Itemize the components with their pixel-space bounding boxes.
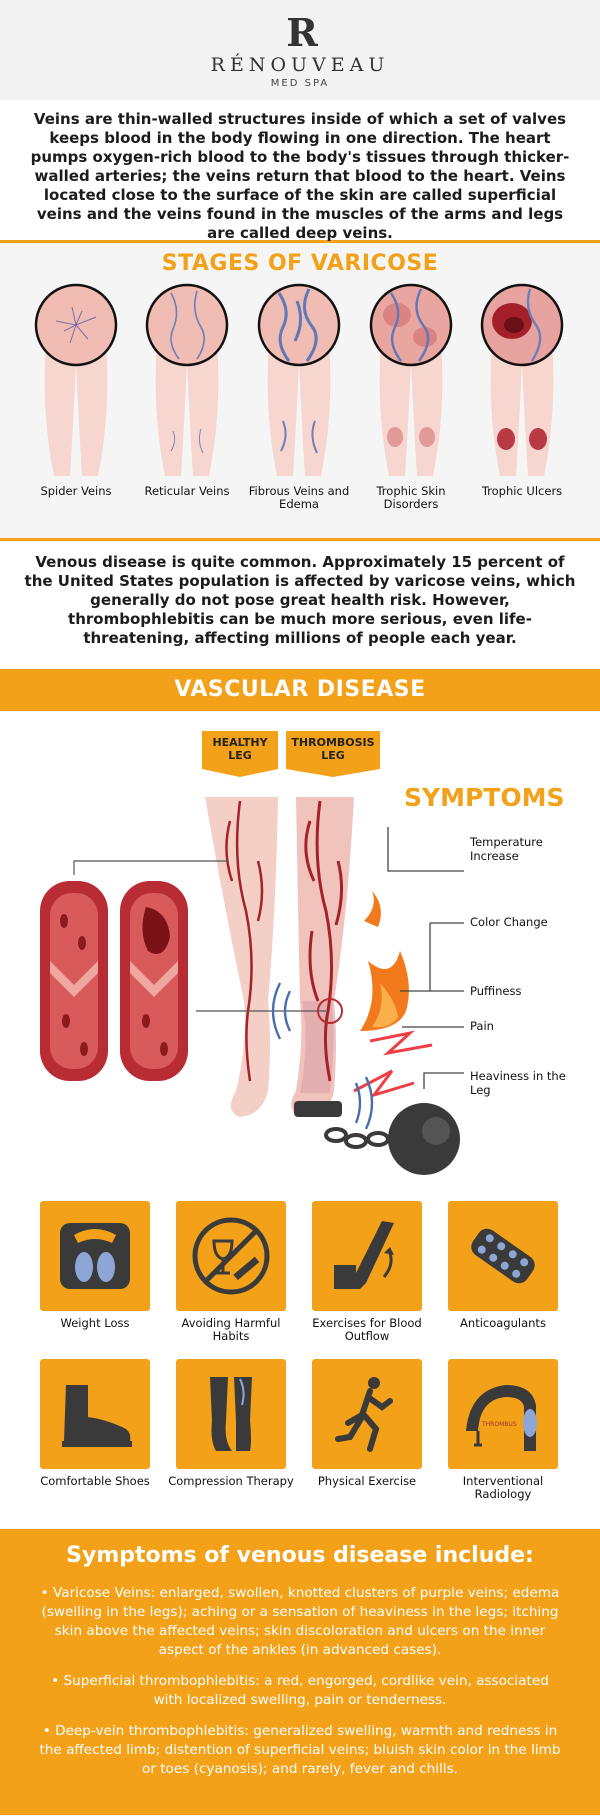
treatment-label: Comfortable Shoes <box>40 1474 150 1488</box>
intro-text: Veins are thin-walled structures inside … <box>30 110 570 242</box>
symptom-puffiness: Puffiness <box>470 984 522 998</box>
header: R RÉNOUVEAU MED SPA <box>0 0 600 100</box>
vascular-diagram: HEALTHY LEG THROMBOSIS LEG SYMPTOMS Temp… <box>0 711 600 1201</box>
pain-bolt-icon <box>353 1030 433 1098</box>
treatment-compression-therapy: Compression Therapy <box>163 1359 299 1488</box>
brand-name: RÉNOUVEAU <box>210 54 390 76</box>
stocking-icon <box>210 1377 252 1451</box>
treatment-weight-loss: Weight Loss <box>27 1201 163 1330</box>
runner-icon <box>335 1377 393 1452</box>
treatment-anticoagulants: Anticoagulants <box>435 1201 571 1330</box>
leg-diagram <box>40 731 464 1175</box>
treatment-label: Compression Therapy <box>168 1474 294 1488</box>
treatment-label: Physical Exercise <box>317 1474 417 1488</box>
pills-icon <box>471 1228 535 1284</box>
ball-and-chain-icon <box>294 1101 460 1175</box>
reticular-veins-illustration <box>145 283 229 476</box>
stage-label: Spider Veins <box>40 484 112 498</box>
treatment-physical-exercise: Physical Exercise <box>299 1359 435 1488</box>
healthy-leg-tag <box>202 731 278 777</box>
symptoms-title: Symptoms of venous disease include: <box>66 1543 534 1568</box>
symptom-temperature: Temperature Increase <box>470 835 543 863</box>
symptom-color-change: Color Change <box>470 915 548 929</box>
treatment-label: Weight Loss <box>60 1316 130 1330</box>
treatment-exercises-outflow: Exercises for Blood Outflow <box>299 1201 435 1343</box>
shoe-icon <box>62 1385 132 1447</box>
thrombosis-leg-tag <box>286 731 380 777</box>
stage-spider-veins: Spider Veins <box>20 281 132 498</box>
spider-veins-illustration <box>34 283 118 476</box>
stages-title: STAGES OF VARICOSE <box>161 251 439 276</box>
stage-label: Trophic Ulcers <box>481 484 563 498</box>
treatment-label: Exercises for Blood Outflow <box>312 1316 422 1343</box>
symptoms-heading: SYMPTOMS <box>404 783 565 812</box>
symptom-superficial: • Superficial thrombophlebitis: a red, e… <box>51 1673 549 1708</box>
symptom-deep-vein: • Deep-vein thrombophlebitis: generalize… <box>39 1723 561 1777</box>
treatment-label: Interventional Radiology <box>462 1474 544 1501</box>
thrombosis-leg-label: THROMBOSIS LEG <box>291 736 375 762</box>
brand-subtitle: MED SPA <box>270 78 330 89</box>
vascular-disease-title: VASCULAR DISEASE <box>0 669 600 711</box>
flame-icon <box>360 891 409 1031</box>
stage-fibrous-veins: Fibrous Veins and Edema <box>243 281 355 511</box>
symptoms-section: Symptoms of venous disease include: • Va… <box>0 1529 600 1815</box>
fibrous-veins-illustration <box>257 283 341 476</box>
treatment-label: Anticoagulants <box>460 1316 546 1330</box>
catheter-icon: THROMBUS <box>466 1385 537 1451</box>
trophic-ulcers-illustration <box>480 283 564 476</box>
divider <box>0 240 600 243</box>
stage-trophic-skin: Trophic Skin Disorders <box>355 281 467 511</box>
treatment-comfortable-shoes: Comfortable Shoes <box>27 1359 163 1488</box>
treatments-grid: Weight Loss Avoiding Harmful Habits <box>0 1201 600 1529</box>
stage-reticular-veins: Reticular Veins <box>131 281 243 498</box>
svg-text:THROMBUS: THROMBUS <box>481 1421 517 1428</box>
symptom-pain: Pain <box>470 1019 494 1033</box>
leg-exercise-icon <box>334 1221 394 1289</box>
stage-label: Trophic Skin Disorders <box>376 484 446 511</box>
stage-label: Fibrous Veins and Edema <box>248 484 350 511</box>
healthy-leg-label: HEALTHY LEG <box>212 736 268 762</box>
trophic-skin-illustration <box>369 283 453 476</box>
venous-disease-text: Venous disease is quite common. Approxim… <box>24 553 576 647</box>
symptom-varicose: • Varicose Veins: enlarged, swollen, kno… <box>40 1585 560 1658</box>
treatment-label: Avoiding Harmful Habits <box>181 1316 281 1343</box>
treatment-harmful-habits: Avoiding Harmful Habits <box>163 1201 299 1343</box>
healthy-vessel-illustration <box>40 881 108 1081</box>
treatment-interventional-radiology: THROMBUS Interventional Radiology <box>435 1359 571 1501</box>
stages-section: STAGES OF VARICOSE Spider Veins Reticula… <box>0 243 600 538</box>
stage-trophic-ulcers: Trophic Ulcers <box>466 281 578 498</box>
divider <box>0 538 600 541</box>
logo-mark: R <box>286 10 318 55</box>
scale-icon <box>60 1223 130 1289</box>
no-alcohol-smoking-icon <box>192 1217 270 1295</box>
thrombosis-vessel-illustration <box>120 881 188 1081</box>
symptom-heaviness: Heaviness in the Leg <box>470 1069 566 1097</box>
stage-label: Reticular Veins <box>144 484 230 498</box>
